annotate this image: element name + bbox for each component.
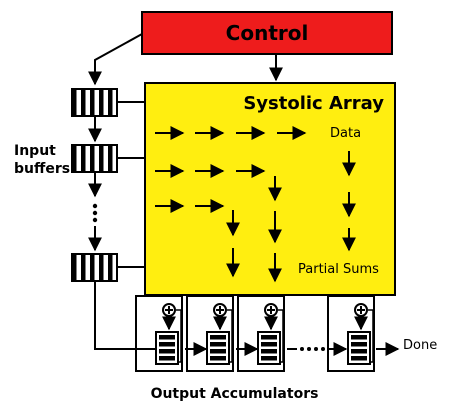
plus-icon: [354, 303, 368, 317]
control-to-buffers-arrow: [88, 33, 143, 86]
input-buffer-1: [71, 88, 118, 117]
plus-icon: [213, 303, 227, 317]
ellipsis-icon: [92, 203, 98, 223]
accumulator-ellipsis-icon: [300, 347, 325, 351]
input-buffers-label-line1: Input: [14, 143, 56, 159]
systolic-array-title: Systolic Array: [243, 93, 384, 114]
input-buffer-3: [71, 253, 118, 282]
accumulator-unit-4: [327, 295, 375, 372]
accumulator-unit-1: [135, 295, 183, 372]
accumulator-register: [347, 331, 371, 365]
partial-sum-arrows: [226, 151, 356, 283]
plus-icon: [264, 303, 278, 317]
done-label: Done: [403, 338, 438, 353]
input-buffers-label-line2: buffers: [14, 161, 71, 177]
accumulator-register: [206, 331, 230, 365]
control-label: Control: [225, 21, 309, 45]
control-block: [141, 11, 393, 55]
accumulator-unit-3: [237, 295, 285, 372]
accumulator-unit-2: [186, 295, 234, 372]
accumulator-register: [155, 331, 179, 365]
output-accumulators: [135, 295, 375, 372]
accumulator-register: [257, 331, 281, 365]
partial-sums-label: Partial Sums: [298, 262, 379, 277]
output-accumulators-label: Output Accumulators: [150, 386, 319, 402]
plus-icon: [162, 303, 176, 317]
data-arrows: [155, 126, 307, 213]
data-label: Data: [330, 126, 362, 141]
input-buffer-2: [71, 144, 118, 173]
input-buffers-label: Input buffers: [14, 142, 70, 178]
